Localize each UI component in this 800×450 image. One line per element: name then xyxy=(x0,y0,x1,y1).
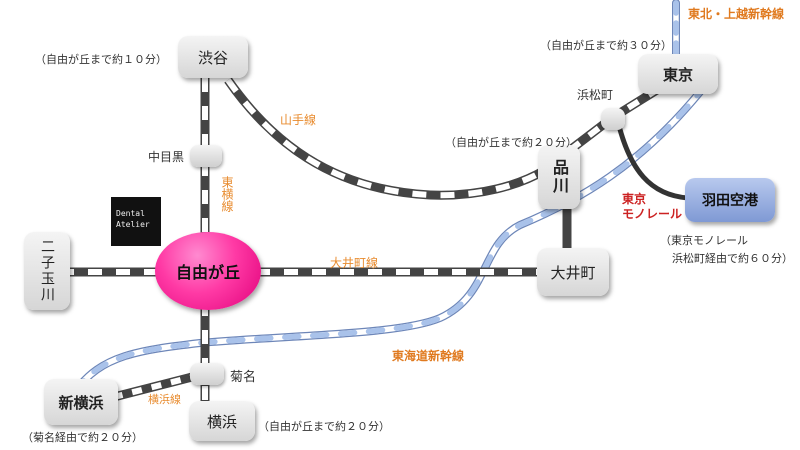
station-shinyokohama[interactable]: 新横浜 xyxy=(44,379,118,425)
station-yokohama-label: 横浜 xyxy=(206,412,237,431)
yokohama-line-label: 横浜線 xyxy=(148,393,181,406)
toyoko-line-label: 東横線 xyxy=(220,176,234,212)
note-shinagawa: （自由が丘まで約２０分） xyxy=(445,136,577,149)
station-kikuna-label: 菊名 xyxy=(230,370,257,385)
station-nakameguro-label: 中目黒 xyxy=(148,150,185,164)
station-hamamatsucho[interactable] xyxy=(601,108,625,130)
note-shinyokohama: （菊名経由で約２０分） xyxy=(22,431,143,444)
station-shibuya-label: 渋谷 xyxy=(197,48,228,67)
station-futakotamagawa[interactable]: 二子玉川 xyxy=(24,232,70,310)
station-oimachi[interactable]: 大井町 xyxy=(537,248,609,296)
note-tokyo: （自由が丘まで約３０分） xyxy=(540,39,672,52)
tokaido-shinkansen-label: 東海道新幹線 xyxy=(392,349,465,363)
station-kikuna[interactable] xyxy=(190,363,224,385)
logo-line-1: Dental xyxy=(116,209,145,218)
note-shibuya: （自由が丘まで約１０分） xyxy=(35,53,167,66)
yamanote-line-label: 山手線 xyxy=(280,113,317,127)
station-yokohama[interactable]: 横浜 xyxy=(189,401,255,441)
tohoku-joetsu-shinkansen-label: 東北・上越新幹線 xyxy=(688,7,785,21)
station-tokyo-label: 東京 xyxy=(662,65,693,84)
station-oimachi-label: 大井町 xyxy=(550,263,596,282)
monorail-label: 東京 モノレール xyxy=(622,192,683,221)
dental-atelier-logo: Dental Atelier xyxy=(111,197,161,246)
station-shibuya[interactable]: 渋谷 xyxy=(178,36,248,78)
station-futakotamagawa-label: 二子玉川 xyxy=(39,239,55,303)
station-jiyugaoka[interactable]: 自由が丘 xyxy=(155,232,261,310)
station-shinagawa-label: 品川 xyxy=(550,159,569,195)
note-haneda-1: （東京モノレール xyxy=(660,234,748,247)
station-hamamatsucho-label: 浜松町 xyxy=(577,88,614,102)
logo-line-2: Atelier xyxy=(116,220,150,229)
station-shinagawa[interactable]: 品川 xyxy=(538,145,580,209)
station-haneda-label: 羽田空港 xyxy=(702,193,758,209)
station-jiyugaoka-label: 自由が丘 xyxy=(175,263,240,282)
station-nakameguro[interactable] xyxy=(190,145,222,167)
station-tokyo[interactable]: 東京 xyxy=(638,54,718,94)
shinkansen-lines xyxy=(71,0,704,396)
station-haneda-airport[interactable]: 羽田空港 xyxy=(685,178,775,222)
note-haneda-2: 浜松町経由で約６０分） xyxy=(672,252,793,265)
monorail-track xyxy=(615,121,689,201)
station-shinyokohama-label: 新横浜 xyxy=(58,393,104,412)
oimachi-line-label: 大井町線 xyxy=(330,256,379,270)
note-yokohama: （自由が丘まで約２０分） xyxy=(258,420,390,433)
